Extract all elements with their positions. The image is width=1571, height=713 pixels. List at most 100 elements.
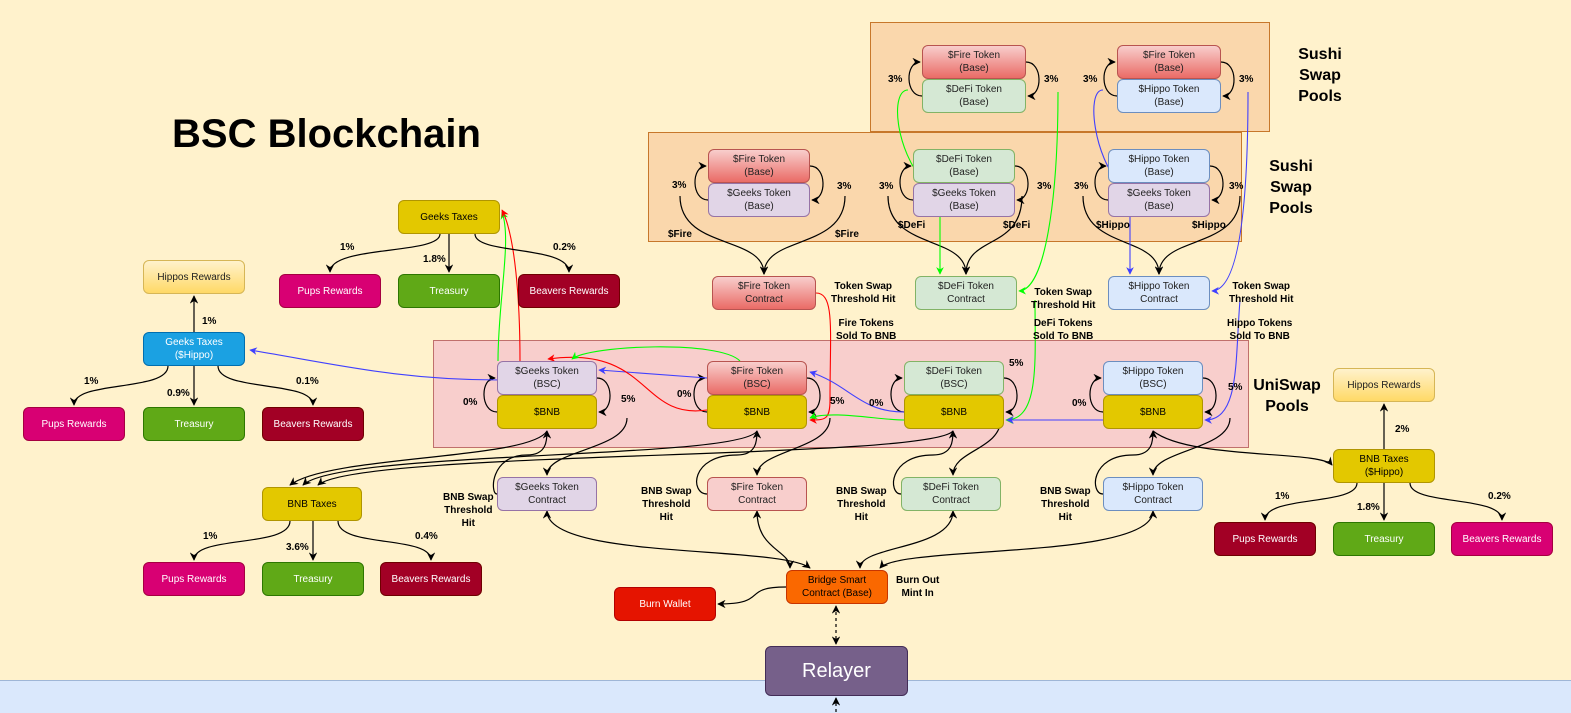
sushi-swap-pools-second-label: Sushi Swap Pools: [1269, 158, 1313, 217]
connector-arrow: [679, 195, 769, 275]
bnb-node[interactable]: $BNB: [497, 395, 597, 429]
swap-loop-arrow: [809, 165, 824, 205]
fee-label: 3%: [879, 181, 894, 192]
percent-label: 1.8%: [423, 254, 446, 265]
hippo-token-base-node[interactable]: $Hippo Token (Base): [1117, 79, 1221, 113]
treasury[interactable]: Treasury: [1333, 522, 1435, 556]
pups-rewards[interactable]: Pups Rewards: [143, 562, 245, 596]
pups-rewards[interactable]: Pups Rewards: [23, 407, 125, 441]
geeks-token-base-node[interactable]: $Geeks Token (Base): [708, 183, 810, 217]
hippo-token-base-node[interactable]: $Hippo Token (Base): [1108, 149, 1210, 183]
geeks-token-bsc-node[interactable]: $Geeks Token (BSC): [497, 361, 597, 395]
bnb-node[interactable]: $BNB: [1103, 395, 1203, 429]
connector-arrow: [1260, 482, 1358, 521]
beavers-rewards[interactable]: Beavers Rewards: [518, 274, 620, 308]
percent-label: 1%: [340, 242, 355, 253]
percent-label: 1%: [1275, 491, 1290, 502]
swap-loop-arrow: [1025, 61, 1040, 101]
defi-token-base-node[interactable]: $DeFi Token (Base): [922, 79, 1026, 113]
geeks-token-contract[interactable]: $Geeks Token Contract: [497, 477, 597, 511]
pups-rewards[interactable]: Pups Rewards: [279, 274, 381, 308]
bridge-smart-contract[interactable]: Bridge Smart Contract (Base): [786, 570, 888, 604]
defi-token-contract-base[interactable]: $DeFi Token Contract: [915, 276, 1017, 310]
connector-arrow: [189, 520, 291, 561]
swap-loop-arrow: [1220, 61, 1235, 101]
percent-label: 0.1%: [296, 376, 319, 387]
token-label: $Hippo: [1096, 220, 1130, 231]
beavers-rewards[interactable]: Beavers Rewards: [262, 407, 364, 441]
fee-label: 3%: [888, 74, 903, 85]
threshold-label: BNB Swap Threshold Hit: [1040, 486, 1091, 523]
percent-label: 1%: [203, 531, 218, 542]
connector-arrow: [337, 520, 436, 561]
swap-loop-arrow: [1003, 377, 1018, 417]
hippos-rewards[interactable]: Hippos Rewards: [143, 260, 245, 294]
geeks-token-base-node[interactable]: $Geeks Token (Base): [913, 183, 1015, 217]
geeks-taxes-hippo[interactable]: Geeks Taxes ($Hippo): [143, 332, 245, 366]
connector-arrow: [752, 417, 831, 476]
treasury[interactable]: Treasury: [262, 562, 364, 596]
connector-arrow: [1094, 430, 1158, 495]
connector-arrow: [497, 211, 508, 362]
fire-token-contract-base[interactable]: $Fire Token Contract: [712, 276, 816, 310]
pups-rewards[interactable]: Pups Rewards: [1214, 522, 1316, 556]
percent-label: 0.2%: [553, 242, 576, 253]
connector-arrow: [1211, 91, 1249, 295]
fee-label: 5%: [621, 394, 636, 405]
fire-token-base-node[interactable]: $Fire Token (Base): [1117, 45, 1221, 79]
fee-label: 0%: [1072, 398, 1087, 409]
defi-token-contract[interactable]: $DeFi Token Contract: [901, 477, 1001, 511]
connector-arrow: [571, 346, 741, 362]
fee-label: 0%: [463, 397, 478, 408]
fee-label: 3%: [1229, 181, 1244, 192]
beavers-rewards[interactable]: Beavers Rewards: [380, 562, 482, 596]
hippo-token-bsc-node[interactable]: $Hippo Token (BSC): [1103, 361, 1203, 395]
connector-arrow: [69, 365, 169, 406]
token-label: $Fire: [668, 229, 692, 240]
percent-label: 1%: [202, 316, 217, 327]
geeks-token-base-node[interactable]: $Geeks Token (Base): [1108, 183, 1210, 217]
threshold-label: BNB Swap Threshold Hit: [443, 492, 494, 529]
hippo-token-contract-base[interactable]: $Hippo Token Contract: [1108, 276, 1210, 310]
fire-token-bsc-node[interactable]: $Fire Token (BSC): [707, 361, 807, 395]
bnb-taxes-hippo[interactable]: BNB Taxes ($Hippo): [1333, 449, 1435, 483]
treasury[interactable]: Treasury: [398, 274, 500, 308]
percent-label: 0.2%: [1488, 491, 1511, 502]
defi-token-bsc-node[interactable]: $DeFi Token (BSC): [904, 361, 1004, 395]
percent-label: 3.6%: [286, 542, 309, 553]
fee-label: 3%: [672, 180, 687, 191]
fee-label: 3%: [1074, 181, 1089, 192]
bnb-taxes[interactable]: BNB Taxes: [262, 487, 362, 521]
page-title: BSC Blockchain: [172, 112, 481, 156]
swap-loop-arrow: [596, 377, 611, 417]
treasury[interactable]: Treasury: [143, 407, 245, 441]
beavers-rewards[interactable]: Beavers Rewards: [1451, 522, 1553, 556]
connector-arrow: [809, 370, 905, 413]
swap-loop-arrow: [693, 373, 708, 413]
fire-token-base-node[interactable]: $Fire Token (Base): [922, 45, 1026, 79]
percent-label: 0.4%: [415, 531, 438, 542]
fee-label: 5%: [1009, 358, 1024, 369]
connector-arrow: [598, 366, 708, 379]
hippos-rewards[interactable]: Hippos Rewards: [1333, 368, 1435, 402]
swap-loop-arrow: [1094, 161, 1109, 201]
bnb-node[interactable]: $BNB: [904, 395, 1004, 429]
threshold-label: BNB Swap Threshold Hit: [836, 486, 887, 523]
fee-label: 3%: [1037, 181, 1052, 192]
geeks-taxes[interactable]: Geeks Taxes: [398, 200, 500, 234]
connector-arrow: [887, 195, 971, 275]
connector-arrow: [542, 417, 628, 476]
relayer[interactable]: Relayer: [765, 646, 908, 696]
burn-wallet[interactable]: Burn Wallet: [614, 587, 716, 621]
connector-arrow: [855, 510, 958, 569]
connector-arrow: [325, 233, 441, 273]
hippo-token-contract[interactable]: $Hippo Token Contract: [1103, 477, 1203, 511]
swap-loop-arrow: [890, 373, 905, 413]
connector-arrow: [1152, 430, 1333, 466]
fire-token-contract[interactable]: $Fire Token Contract: [707, 477, 807, 511]
fire-token-base-node[interactable]: $Fire Token (Base): [708, 149, 810, 183]
swap-loop-arrow: [1202, 377, 1217, 417]
bnb-node[interactable]: $BNB: [707, 395, 807, 429]
connector-arrow: [752, 510, 795, 569]
defi-token-base-node[interactable]: $DeFi Token (Base): [913, 149, 1015, 183]
